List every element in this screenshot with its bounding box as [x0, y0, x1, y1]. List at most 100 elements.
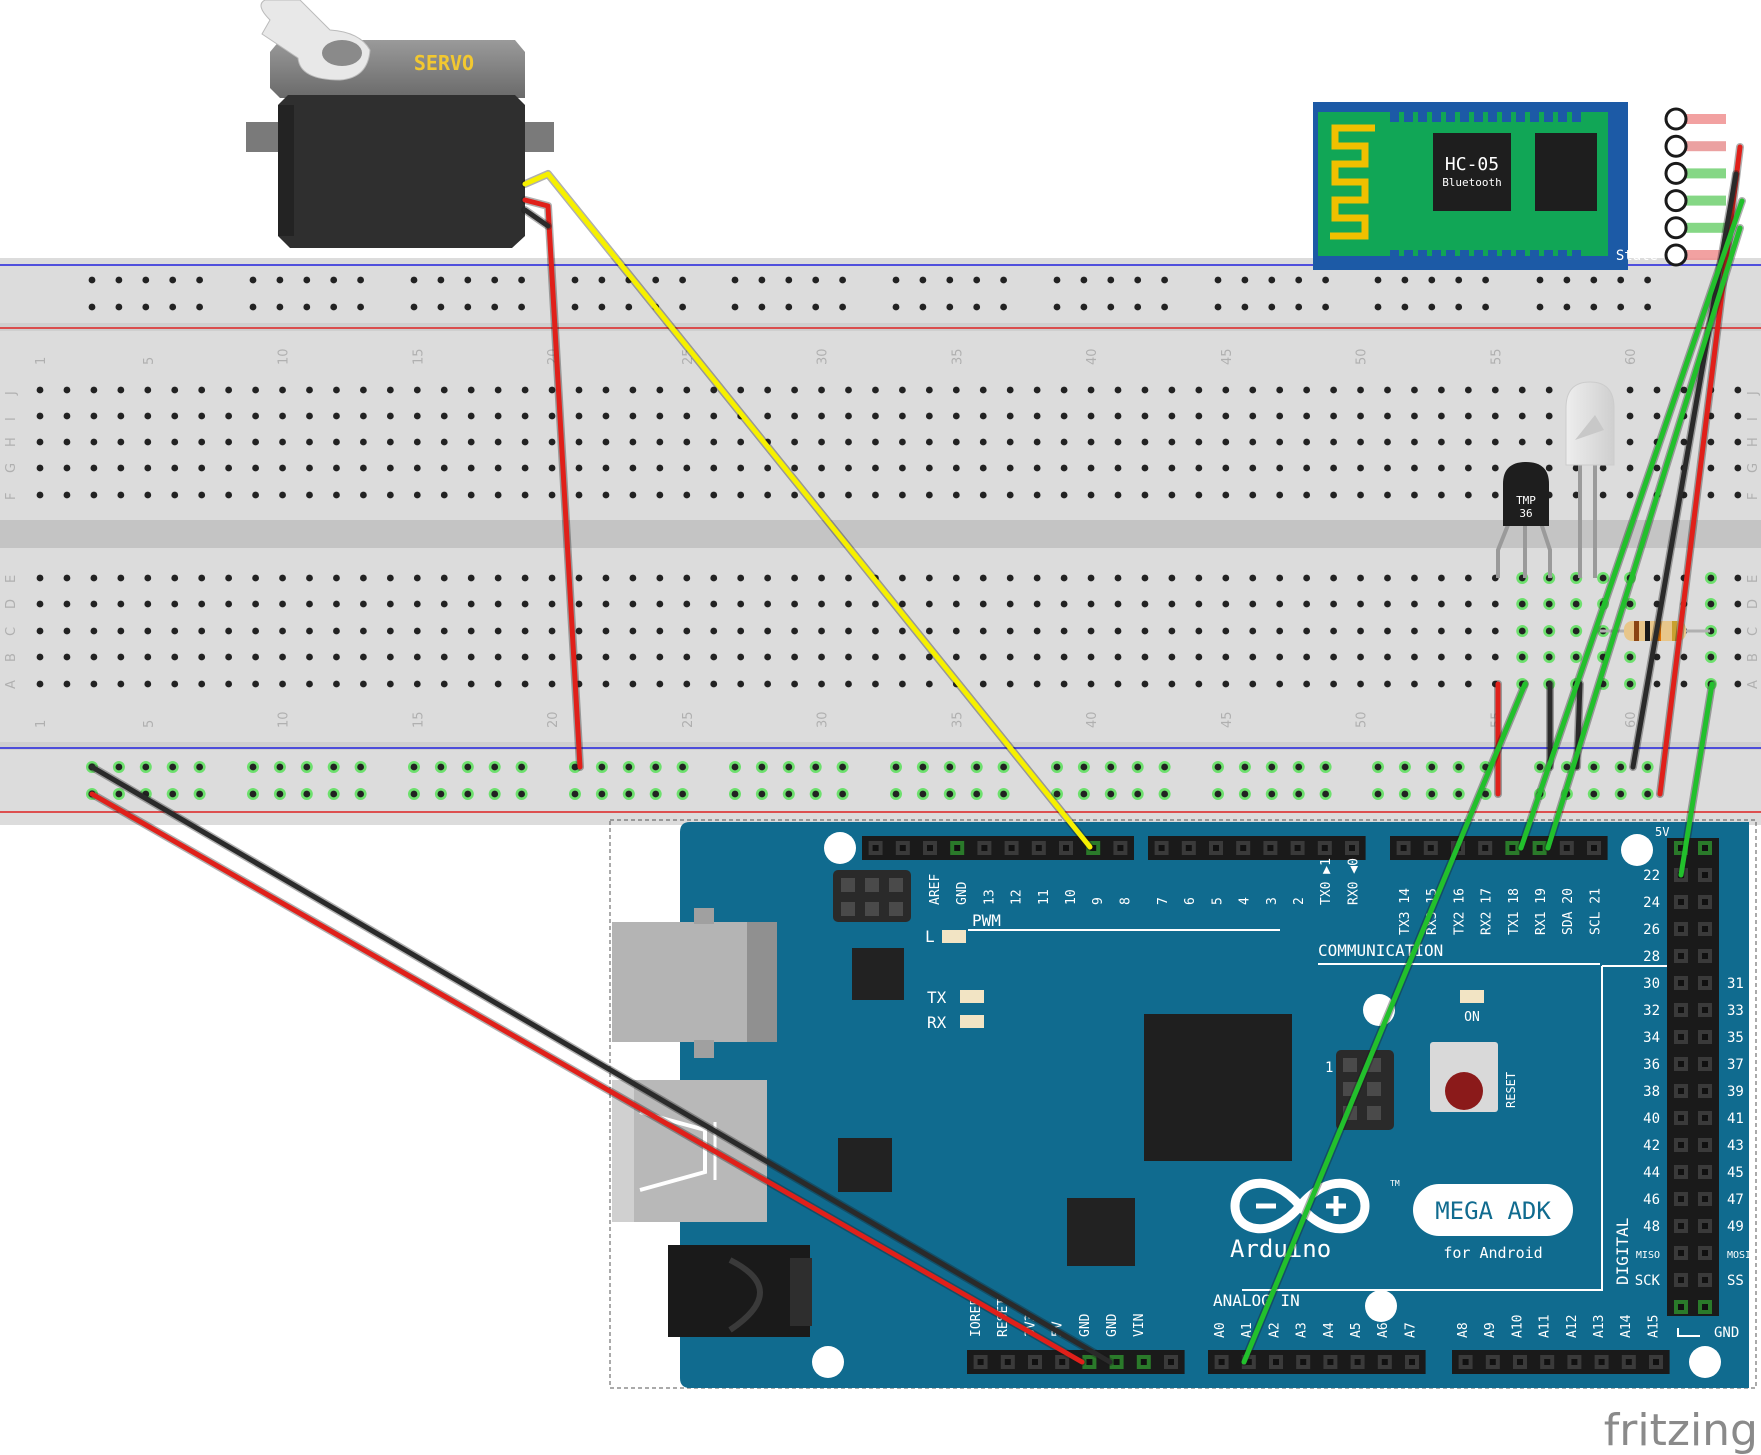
breadboard-hole: [1000, 790, 1007, 798]
breadboard-hole: [737, 464, 745, 472]
breadboard-hole: [360, 653, 367, 661]
model-name: MEGA ADK: [1435, 1197, 1551, 1225]
breadboard-hole: [1330, 386, 1337, 394]
breadboard-hole: [598, 276, 606, 284]
breadboard-hole: [1644, 763, 1651, 771]
breadboard-hole: [629, 386, 637, 394]
breadboard-hole: [494, 386, 502, 394]
breadboard-hole: [1060, 412, 1068, 420]
breadboard-hole: [1330, 600, 1337, 608]
hc05-pin-lead: [1674, 250, 1726, 260]
breadboard-hole: [1141, 438, 1149, 446]
breadboard-hole: [410, 303, 418, 311]
header-pin-hole: [1678, 1142, 1684, 1148]
header-pin-hole: [1059, 1359, 1066, 1365]
breadboard-hole: [440, 574, 448, 582]
breadboard-hole: [791, 574, 798, 582]
column-number: 25: [681, 711, 696, 728]
header-pin-hole: [1702, 1250, 1708, 1256]
breadboard-hole: [758, 763, 766, 771]
breadboard-hole: [360, 600, 367, 608]
breadboard-hole: [117, 412, 125, 420]
header-pin-hole: [1678, 1250, 1684, 1256]
breadboard-hole: [36, 627, 44, 635]
mounting-hole: [824, 832, 856, 864]
breadboard-hole: [764, 464, 772, 472]
breadboard-hole: [1141, 600, 1149, 608]
breadboard-hole: [1241, 763, 1249, 771]
breadboard-hole: [90, 412, 98, 420]
breadboard-hole: [710, 464, 718, 472]
breadboard-hole: [1626, 680, 1634, 688]
breadboard-hole: [598, 303, 606, 311]
breadboard-hole: [629, 574, 637, 582]
wire-bt-vcc: [1657, 144, 1743, 797]
breadboard-hole: [1303, 386, 1311, 394]
header-pin-hole: [1702, 1169, 1708, 1175]
breadboard-hole: [1438, 412, 1445, 420]
column-number: 60: [1624, 711, 1639, 728]
breadboard-hole: [144, 680, 152, 688]
breadboard-hole: [737, 680, 745, 688]
header-pin-hole: [899, 845, 906, 851]
breadboard-hole: [1590, 763, 1598, 771]
breadboard-hole: [1249, 627, 1257, 635]
pin-label: A11: [1538, 1315, 1553, 1338]
breadboard-hole: [1401, 790, 1409, 798]
breadboard-top-rail-divider: [0, 323, 1761, 331]
breadboard-hole: [413, 464, 421, 472]
header-pin-hole: [1482, 845, 1489, 851]
breadboard-hole: [1087, 680, 1095, 688]
breadboard-hole: [1563, 276, 1571, 284]
breadboard-hole: [1401, 276, 1409, 284]
header-pin-hole: [1063, 845, 1069, 851]
breadboard-hole: [1322, 303, 1329, 311]
breadboard-hole: [279, 491, 286, 499]
breadboard-hole: [1268, 303, 1276, 311]
row-letter: J: [4, 391, 19, 396]
breadboard-hole: [63, 627, 71, 635]
column-number: 50: [1355, 348, 1370, 365]
breadboard-hole: [710, 438, 718, 446]
header-pin-hole: [1598, 1359, 1605, 1365]
breadboard-hole: [198, 438, 206, 446]
breadboard-hole: [919, 276, 927, 284]
breadboard-hole: [518, 276, 525, 284]
breadboard-hole: [791, 412, 798, 420]
breadboard-hole: [1222, 627, 1230, 635]
pin-label: 34: [1643, 1030, 1660, 1046]
breadboard-hole: [1384, 491, 1391, 499]
gnd-bracket: [1677, 1328, 1700, 1337]
column-number: 1: [34, 720, 49, 728]
breadboard-hole: [249, 763, 257, 771]
led-on-label: ON: [1464, 1010, 1480, 1025]
breadboard-hole: [1357, 491, 1364, 499]
header-pin-hole: [977, 1359, 984, 1365]
breadboard-hole: [899, 574, 906, 582]
breadboard-hole: [764, 386, 772, 394]
breadboard-hole: [1087, 386, 1095, 394]
breadboard-hole: [1374, 303, 1382, 311]
breadboard-hole: [1644, 303, 1651, 311]
breadboard-hole: [1545, 464, 1553, 472]
breadboard-hole: [494, 438, 502, 446]
breadboard-hole: [333, 627, 340, 635]
breadboard-hole: [386, 491, 394, 499]
breadboard-hole: [656, 412, 664, 420]
breadboard-hole: [1195, 438, 1203, 446]
header-pin-hole: [1427, 845, 1434, 851]
breadboard-hole: [1322, 790, 1329, 798]
breadboard-hole: [1626, 438, 1634, 446]
breadboard-hole: [1626, 464, 1634, 472]
breadboard-hole: [1626, 653, 1634, 661]
breadboard-hole: [117, 491, 125, 499]
reset-button-cap[interactable]: [1445, 1072, 1483, 1110]
breadboard-hole: [952, 386, 960, 394]
breadboard-hole: [952, 600, 960, 608]
icsp-pin: [1343, 1058, 1357, 1072]
header-pin-hole: [1702, 1196, 1708, 1202]
breadboard-hole: [171, 600, 179, 608]
breadboard-hole: [710, 412, 718, 420]
